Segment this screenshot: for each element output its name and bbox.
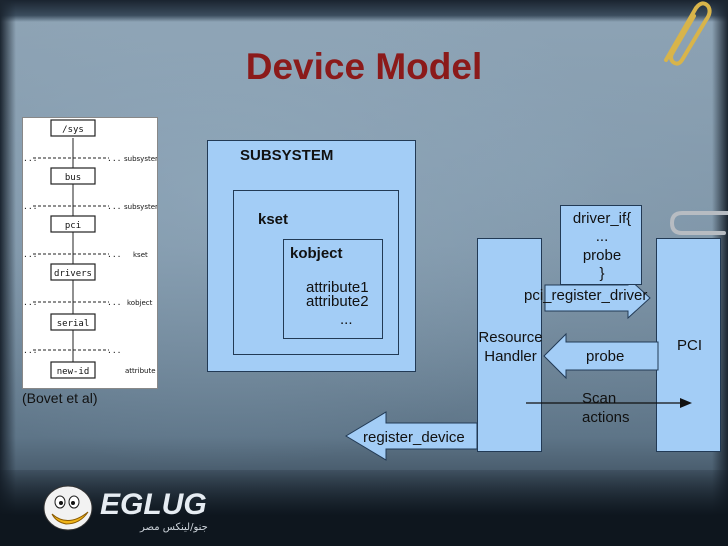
tree-ellipsis: ...: [107, 250, 121, 259]
kset-label: kset: [258, 211, 289, 228]
tree-ellipsis: ...: [23, 202, 37, 211]
tree-ellipsis: ...: [107, 298, 121, 307]
pci-register-driver-label: pci_register_driver: [524, 287, 648, 304]
left-edge: [0, 0, 16, 546]
tree-ellipsis: ...: [107, 154, 121, 163]
kobject-box: kobject attribute1 attribute2 ...: [283, 239, 383, 339]
scan-label: Scan: [582, 390, 617, 407]
tree-ellipsis: ...: [23, 154, 37, 163]
tree-ellipsis: ...: [23, 298, 37, 307]
register-device-label: register_device: [363, 429, 465, 446]
penguin-icon: EGLUG جنو/لينكس مصر: [43, 485, 208, 533]
sysfs-tree-graphic: /sys bus pci drivers serial new-id ... .…: [23, 119, 157, 379]
resource-handler-label: Resource Handler: [478, 329, 543, 365]
tree-ellipsis: ...: [107, 202, 121, 211]
kobject-label: kobject: [290, 245, 343, 262]
attribute1-label: attribute1: [306, 279, 369, 296]
page-title: Device Model: [245, 46, 483, 87]
top-edge: [0, 0, 728, 22]
probe-arrow: [543, 332, 659, 380]
tree-ellipsis: ...: [23, 250, 37, 259]
driver-if-label: driver_if{: [572, 210, 632, 227]
bottom-band: [0, 470, 728, 546]
logo-text: EGLUG: [100, 488, 207, 521]
sysfs-tree-figure: /sys bus pci drivers serial new-id ... .…: [22, 117, 158, 389]
attribute2-label: attribute2: [306, 293, 369, 310]
tree-ellipsis: ...: [107, 346, 121, 355]
attribute-ellipsis: ...: [340, 311, 353, 328]
scan-arrow-head: [680, 398, 692, 408]
logo-subtitle: جنو/لينكس مصر: [139, 522, 208, 533]
tree-node-pci: pci: [65, 221, 81, 231]
paperclip-side-icon: [669, 211, 728, 235]
driver-if-close: }: [599, 265, 605, 282]
actions-label: actions: [582, 409, 630, 426]
credit-text: (Bovet et al): [22, 390, 98, 406]
tree-node-sys: /sys: [62, 125, 84, 135]
resource-handler-box: Resource Handler: [477, 238, 543, 452]
subsystem-label: SUBSYSTEM: [240, 147, 334, 164]
driver-if-probe: probe: [582, 247, 622, 264]
pci-box: PCI: [656, 238, 721, 452]
register-device-arrow: [345, 411, 478, 461]
tree-label-kset: kset: [133, 251, 148, 259]
tree-node-drivers: drivers: [54, 269, 92, 279]
tree-label-subsystem: subsystem: [124, 155, 157, 163]
probe-label: probe: [586, 348, 625, 365]
driver-if-ellipsis: ...: [595, 228, 609, 245]
tree-node-serial: serial: [57, 319, 90, 329]
tree-label-subsystem: subsystem: [124, 203, 157, 211]
eglug-logo: EGLUG جنو/لينكس مصر: [40, 478, 250, 543]
driver-if-box: driver_if{ ... probe }: [560, 205, 642, 285]
tree-label-attribute: attribute: [125, 367, 156, 375]
tree-node-new-id: new-id: [57, 367, 90, 377]
tree-ellipsis: ...: [23, 346, 37, 355]
paperclip-icon: [664, 1, 712, 66]
pci-label: PCI: [676, 337, 702, 354]
tree-node-bus: bus: [65, 173, 81, 183]
tree-label-kobject: kobject: [127, 299, 153, 307]
